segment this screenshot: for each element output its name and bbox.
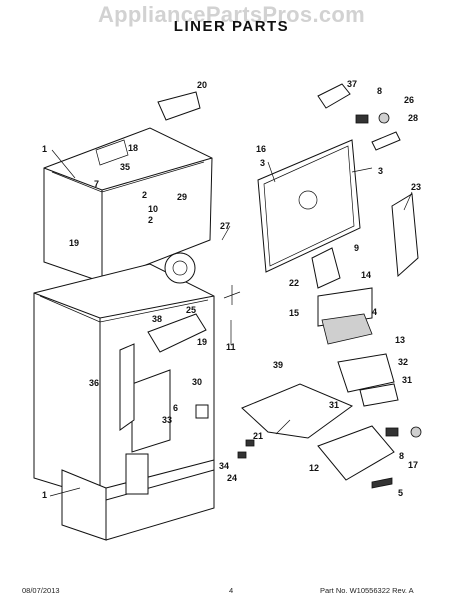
page-title: LINER PARTS: [173, 18, 290, 35]
callout-label: 21: [253, 431, 263, 441]
gasket-frame: [257, 139, 361, 273]
callout-label: 11: [226, 342, 236, 352]
callout-label: 25: [186, 305, 196, 315]
callout-label: 13: [395, 335, 405, 345]
callout-label: 29: [177, 192, 187, 202]
callout-label: 15: [289, 308, 299, 318]
callout-label: 32: [398, 357, 408, 367]
callout-label: 19: [197, 337, 207, 347]
callout-label: 18: [128, 143, 138, 153]
control-housing: [311, 193, 419, 407]
callout-label: 17: [408, 460, 418, 470]
callout-label: 27: [220, 221, 230, 231]
callout-label: 36: [89, 378, 99, 388]
callout-label: 4: [372, 307, 377, 317]
callout-label: 38: [152, 314, 162, 324]
callout-label: 8: [377, 86, 382, 96]
callout-label: 30: [192, 377, 202, 387]
callout-label: 39: [273, 360, 283, 370]
callout-label: 1: [42, 144, 47, 154]
leader-lines: [49, 149, 413, 497]
callout-labels: 1 7 35 18 20 2 10 29 2 19 27 16 3 3 37 8…: [42, 79, 421, 500]
callout-label: 33: [162, 415, 172, 425]
freezer-liner: [43, 127, 213, 283]
callout-label: 7: [94, 179, 99, 189]
callout-label: 2: [148, 215, 153, 225]
callout-label: 34: [219, 461, 229, 471]
hardware-parts: [157, 83, 422, 459]
callout-label: 6: [173, 403, 178, 413]
crisper-cover: [241, 383, 395, 489]
callout-label: 9: [354, 243, 359, 253]
callout-label: 8: [399, 451, 404, 461]
callout-label: 22: [289, 278, 299, 288]
callout-label: 3: [260, 158, 265, 168]
callout-label: 23: [411, 182, 421, 192]
callout-label: 5: [398, 488, 403, 498]
callout-label: 35: [120, 162, 130, 172]
watermark: AppliancePartsPros.com: [97, 2, 366, 27]
callout-label: 12: [309, 463, 319, 473]
callout-label: 16: [256, 144, 266, 154]
callout-label: 31: [329, 400, 339, 410]
callout-label: 28: [408, 113, 418, 123]
footer-date: 08/07/2013: [22, 586, 60, 595]
callout-label: 37: [347, 79, 357, 89]
callout-label: 24: [227, 473, 237, 483]
callout-label: 10: [148, 204, 158, 214]
callout-label: 14: [361, 270, 371, 280]
callout-label: 3: [378, 166, 383, 176]
footer-page-number: 4: [229, 586, 234, 595]
interior-parts: [119, 252, 241, 495]
callout-label: 2: [142, 190, 147, 200]
callout-label: 1: [42, 490, 47, 500]
footer-part-info: Part No. W10556322 Rev. A: [320, 586, 414, 595]
callout-label: 20: [197, 80, 207, 90]
callout-label: 31: [402, 375, 412, 385]
callout-label: 26: [404, 95, 414, 105]
callout-label: 19: [69, 238, 79, 248]
